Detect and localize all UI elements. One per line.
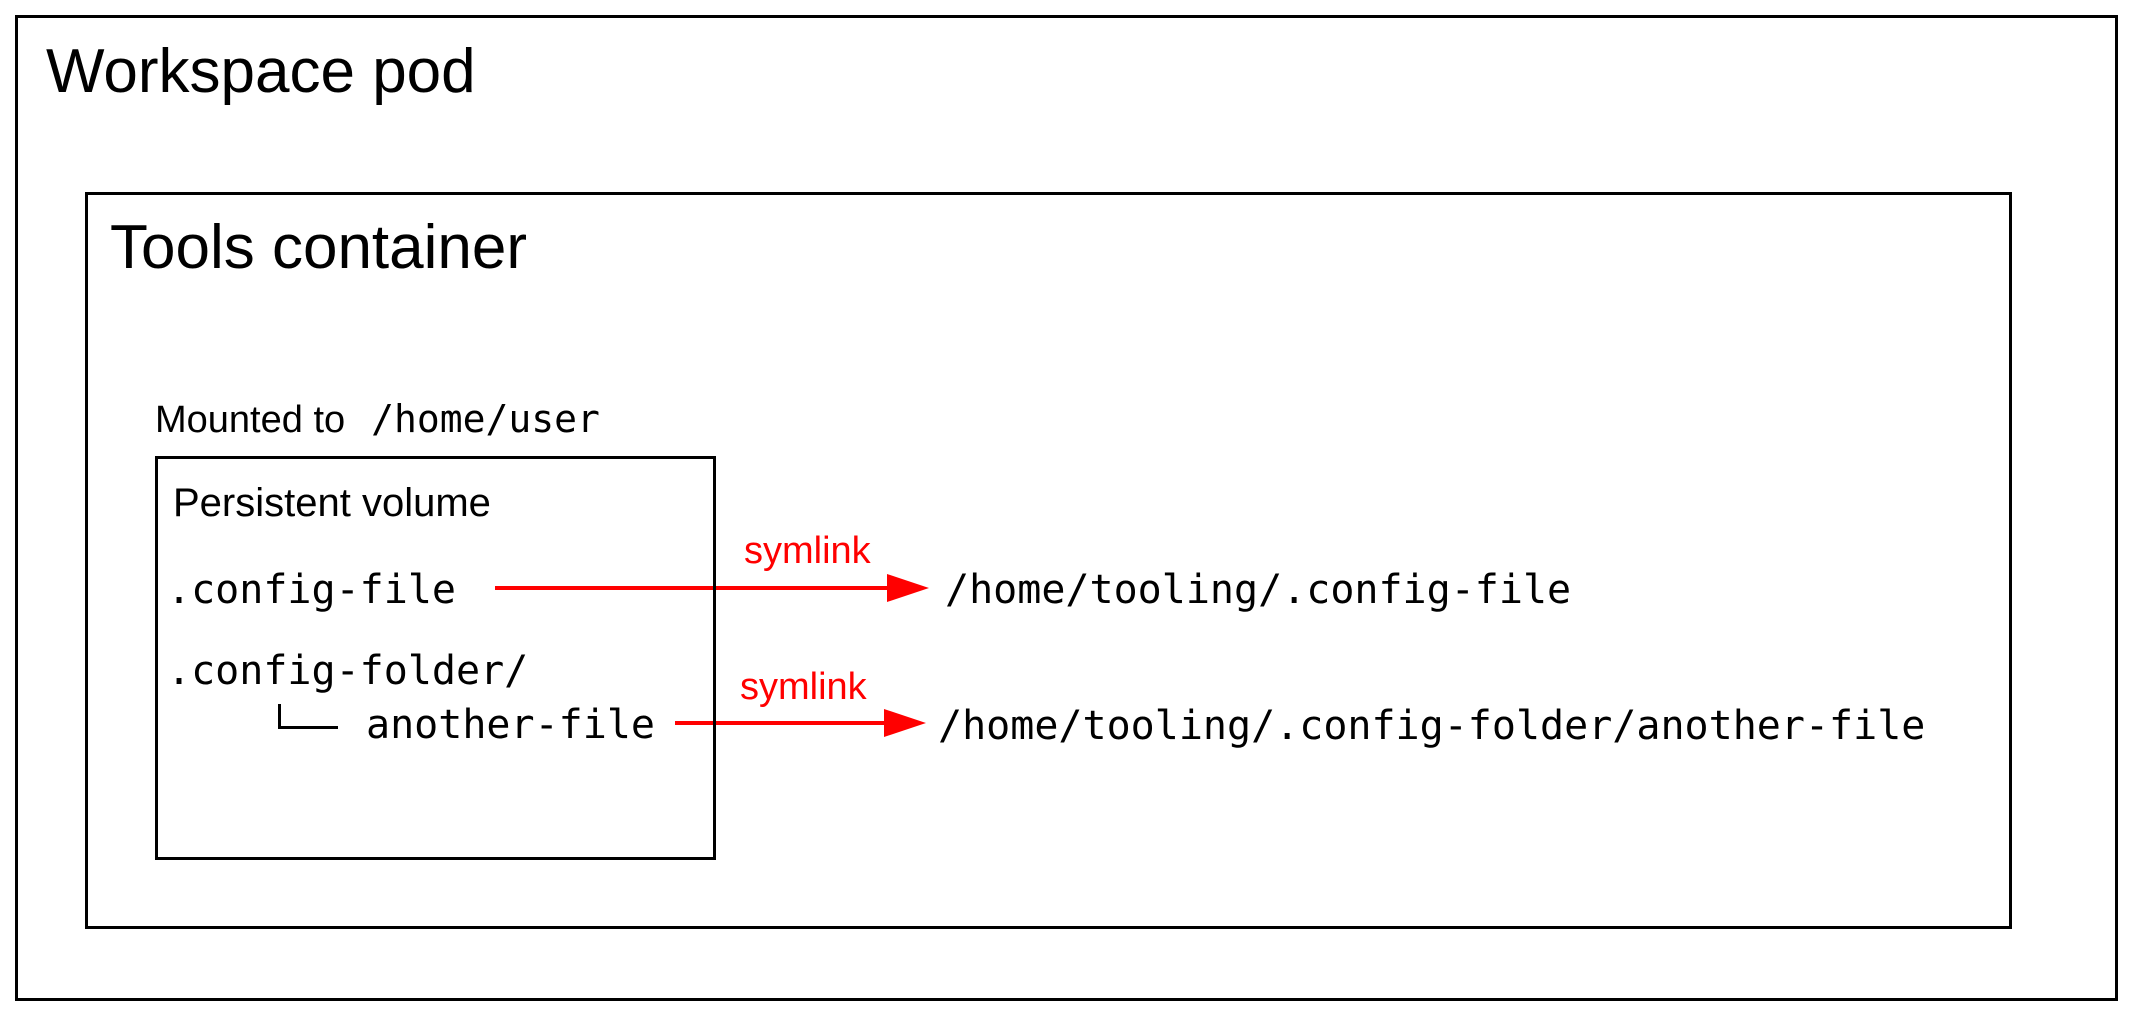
persistent-volume-title: Persistent volume bbox=[173, 481, 491, 525]
tools-container-box bbox=[85, 192, 2012, 929]
tools-container-title: Tools container bbox=[110, 213, 528, 282]
symlink-target-config-file: /home/tooling/.config-file bbox=[945, 567, 1572, 613]
symlink-target-another-file: /home/tooling/.config-folder/another-fil… bbox=[938, 703, 1926, 749]
pv-entry-another-file: another-file bbox=[366, 702, 655, 748]
symlink-arrow-config-file bbox=[495, 574, 929, 602]
symlink-label-2: symlink bbox=[740, 666, 867, 708]
symlink-label-1: symlink bbox=[744, 530, 871, 572]
mount-path: /home/user bbox=[371, 397, 600, 441]
workspace-pod-box bbox=[15, 15, 2118, 1001]
symlink-arrow-another-file bbox=[675, 709, 926, 737]
tree-branch-icon bbox=[278, 704, 338, 729]
mount-label: Mounted to bbox=[155, 399, 346, 441]
pv-entry-config-file: .config-file bbox=[167, 567, 456, 613]
mount-annotation: Mounted to/home/user bbox=[155, 397, 600, 443]
workspace-pod-title: Workspace pod bbox=[46, 37, 476, 106]
pv-entry-config-folder: .config-folder/ bbox=[167, 648, 529, 694]
persistent-volume-box bbox=[155, 456, 716, 860]
